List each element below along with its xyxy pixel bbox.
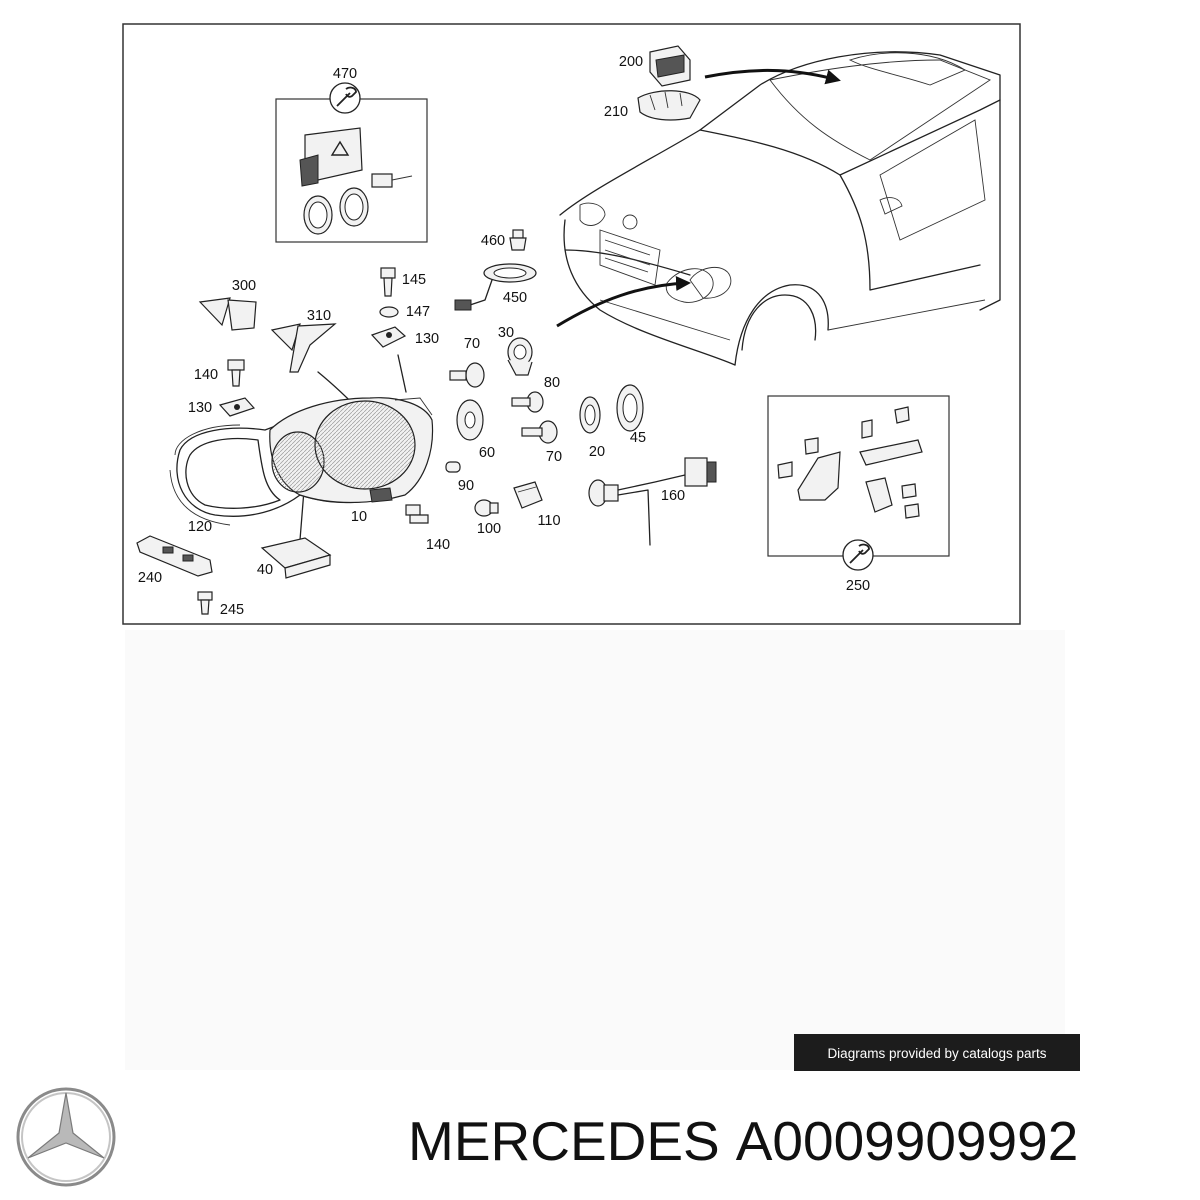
callout-210: 210 (604, 104, 628, 120)
screw-460 (509, 229, 527, 251)
callout-20: 20 (589, 444, 605, 460)
headlamp-cap-450 (454, 263, 537, 311)
socket-110 (513, 481, 543, 509)
callout-250: 250 (846, 578, 870, 594)
callout-130-left: 130 (188, 400, 212, 416)
bulb-90 (445, 461, 461, 473)
callout-45: 45 (630, 430, 646, 446)
callout-300: 300 (232, 278, 256, 294)
wrench-icon (336, 86, 357, 107)
callout-110: 110 (537, 513, 560, 529)
kit-box-250 (767, 395, 950, 571)
part-number: A0009909992 (736, 1110, 1079, 1172)
bracket-130-top (370, 326, 407, 348)
headlamp-10 (269, 397, 434, 504)
callout-200: 200 (619, 54, 643, 70)
callout-140-bottom: 140 (426, 537, 450, 553)
diagram-frame (122, 23, 1021, 625)
callout-70-bottom: 70 (546, 449, 562, 465)
wrench-icon (849, 543, 870, 564)
bulb-100 (474, 499, 499, 517)
bulb-70-bottom (521, 420, 558, 444)
callout-470: 470 (333, 66, 357, 82)
mercedes-star-logo-icon (16, 1087, 116, 1187)
car-outline (559, 51, 1001, 366)
callout-120: 120 (188, 519, 212, 535)
lens-310 (270, 323, 337, 373)
bulb-70-top (449, 362, 485, 388)
callout-70-top: 70 (464, 336, 480, 352)
control-unit-40 (260, 537, 332, 579)
callout-145: 145 (402, 272, 426, 288)
lens-300 (198, 297, 257, 331)
callout-130-top: 130 (415, 331, 439, 347)
bracket-240 (136, 535, 213, 577)
washer-147 (379, 306, 399, 318)
callout-60: 60 (479, 445, 495, 461)
ring-45 (616, 384, 644, 432)
kit-box-470 (275, 82, 428, 243)
socket-30 (507, 337, 533, 376)
socket-160 (588, 457, 717, 546)
callout-80: 80 (544, 375, 560, 391)
screw-245 (197, 591, 213, 615)
callout-labels: 470 200 210 460 450 300 145 147 310 130 … (138, 54, 870, 618)
credit-text: Diagrams provided by catalogs parts (827, 1046, 1046, 1061)
footer-brand-text: MERCEDES A0009909992 (408, 1110, 1078, 1172)
control-unit-200 (649, 45, 691, 87)
credit-banner: Diagrams provided by catalogs parts (794, 1034, 1080, 1071)
callout-245: 245 (220, 602, 244, 618)
callout-10: 10 (351, 509, 367, 525)
callout-160: 160 (661, 488, 685, 504)
brand-name: MERCEDES (408, 1110, 720, 1172)
callout-147: 147 (406, 304, 430, 320)
screw-140-left (227, 359, 245, 387)
bracket-210 (637, 90, 701, 121)
callout-40: 40 (257, 562, 273, 578)
callout-140-left: 140 (194, 367, 218, 383)
callout-30: 30 (498, 325, 514, 341)
screw-145 (380, 267, 396, 297)
callout-240: 240 (138, 570, 162, 586)
screw-140-bottom (405, 504, 429, 524)
callout-460: 460 (481, 233, 505, 249)
bulb-80 (511, 391, 544, 413)
blank-area (125, 630, 1065, 1070)
callout-90: 90 (458, 478, 474, 494)
bracket-130-left (218, 397, 256, 417)
callout-450: 450 (503, 290, 527, 306)
callout-310: 310 (307, 308, 331, 324)
callout-100: 100 (477, 521, 501, 537)
socket-20 (579, 396, 601, 434)
cap-60 (456, 399, 484, 441)
